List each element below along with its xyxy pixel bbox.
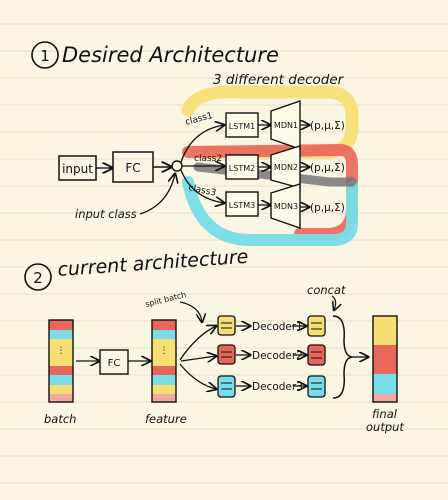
final-seg-5 (373, 355, 397, 364)
final-seg-8 (373, 384, 397, 394)
output2-label: (p,μ,Σ) (310, 162, 345, 174)
fc-label: FC (125, 161, 140, 175)
chunk-3-box (217, 375, 236, 398)
lstm3-box (225, 191, 259, 217)
mdn3-trapezoid (270, 183, 301, 229)
input-class-label: input class (75, 207, 137, 221)
arrow-split-1 (179, 326, 216, 361)
decoded-3 (307, 375, 326, 398)
final-output-stack (372, 315, 398, 403)
batch-stack: ⋮ (48, 319, 74, 403)
feature-seg-2 (152, 330, 176, 339)
arrow-split-3 (179, 363, 216, 389)
arrow-input-class (139, 174, 175, 215)
decoder3-label: Decoder3 (252, 381, 303, 393)
feature-stack: ⋮ (151, 319, 177, 403)
final-output-label-2: output (366, 420, 404, 434)
chunk-1-box (217, 315, 236, 336)
split-batch-label: split batch (144, 290, 187, 309)
batch-seg-6 (49, 366, 73, 375)
batch-seg-3 (49, 339, 73, 348)
final-seg-3 (373, 336, 397, 345)
concat-label: concat (307, 283, 346, 297)
feature-seg-9 (152, 394, 176, 402)
final-seg-4 (373, 345, 397, 355)
arrow-branch-1 (180, 125, 224, 163)
decoded-2-box (307, 344, 326, 366)
lstm1-label: LSTM1 (229, 122, 255, 131)
feature-seg-5 (152, 357, 176, 366)
arrow-branch-3 (180, 169, 224, 203)
lstm3-label: LSTM3 (229, 201, 255, 210)
mdn3-label: MDN3 (274, 202, 298, 211)
final-output-label-1: final (372, 407, 398, 421)
concat-brace (332, 315, 353, 399)
section2-number-circle (24, 263, 52, 291)
decoded-3-box (307, 375, 326, 398)
final-seg-9 (373, 394, 397, 402)
lstm2-label: LSTM2 (229, 164, 255, 173)
section2-title: current architecture (57, 246, 249, 281)
batch-seg-7 (49, 375, 73, 385)
section2-heading: 2 current architecture (24, 246, 249, 291)
mdn2-label: MDN2 (274, 163, 298, 172)
feature-outline (151, 319, 177, 403)
fc2-label: FC (108, 358, 121, 369)
feature-seg-1 (152, 320, 176, 330)
final-seg-6 (373, 364, 397, 374)
feature-seg-4 (152, 348, 176, 357)
chunk-3 (217, 375, 236, 398)
chunk-2-box (217, 344, 236, 365)
section1-number: 1 (40, 47, 50, 65)
fc2-box (99, 349, 129, 375)
batch-label: batch (44, 412, 76, 426)
final-seg-2 (373, 327, 397, 336)
lstm1-box (225, 112, 259, 138)
batch-seg-2 (49, 330, 73, 339)
decoded-1-box (307, 315, 326, 337)
batch-seg-8 (49, 385, 73, 394)
batch-seg-4 (49, 348, 73, 357)
batch-seg-5 (49, 357, 73, 366)
section1-heading: 1 Desired Architecture (31, 41, 279, 69)
mdn1-label: MDN1 (274, 121, 298, 130)
section1-number-circle (31, 41, 59, 69)
feature-seg-8 (152, 385, 176, 394)
input-label: input (62, 162, 93, 176)
output1-label: (p,μ,Σ) (310, 120, 345, 132)
arrow-concat-note (331, 295, 336, 310)
batch-seg-9 (49, 394, 73, 402)
class2-label: class2 (194, 154, 222, 164)
batch-outline (48, 319, 74, 403)
section2-number: 2 (33, 269, 43, 287)
arrow-split-2 (180, 356, 216, 361)
final-outline (372, 315, 398, 403)
feature-dots: ⋮ (160, 346, 169, 356)
final-seg-7 (373, 374, 397, 384)
feature-label: feature (145, 412, 187, 426)
feature-seg-7 (152, 375, 176, 385)
merge-node (171, 160, 183, 172)
chunk-2 (217, 344, 236, 365)
output3-label: (p,μ,Σ) (310, 202, 345, 214)
batch-seg-1 (49, 320, 73, 330)
arrow-split-batch (179, 301, 202, 322)
batch-dots: ⋮ (57, 346, 66, 356)
decoded-1 (307, 315, 326, 337)
decoder1-label: Decoder1 (252, 321, 303, 333)
decoded-2 (307, 344, 326, 366)
chunk-1 (217, 315, 236, 336)
decoder3-highlight (182, 176, 358, 246)
feature-seg-3 (152, 339, 176, 348)
section1-title: Desired Architecture (62, 43, 279, 67)
lstm2-box (225, 154, 259, 180)
final-seg-1 (373, 316, 397, 327)
section1-subtitle: 3 different decoder (213, 72, 345, 88)
decoder2-label: Decoder2 (252, 350, 303, 362)
feature-seg-6 (152, 366, 176, 375)
